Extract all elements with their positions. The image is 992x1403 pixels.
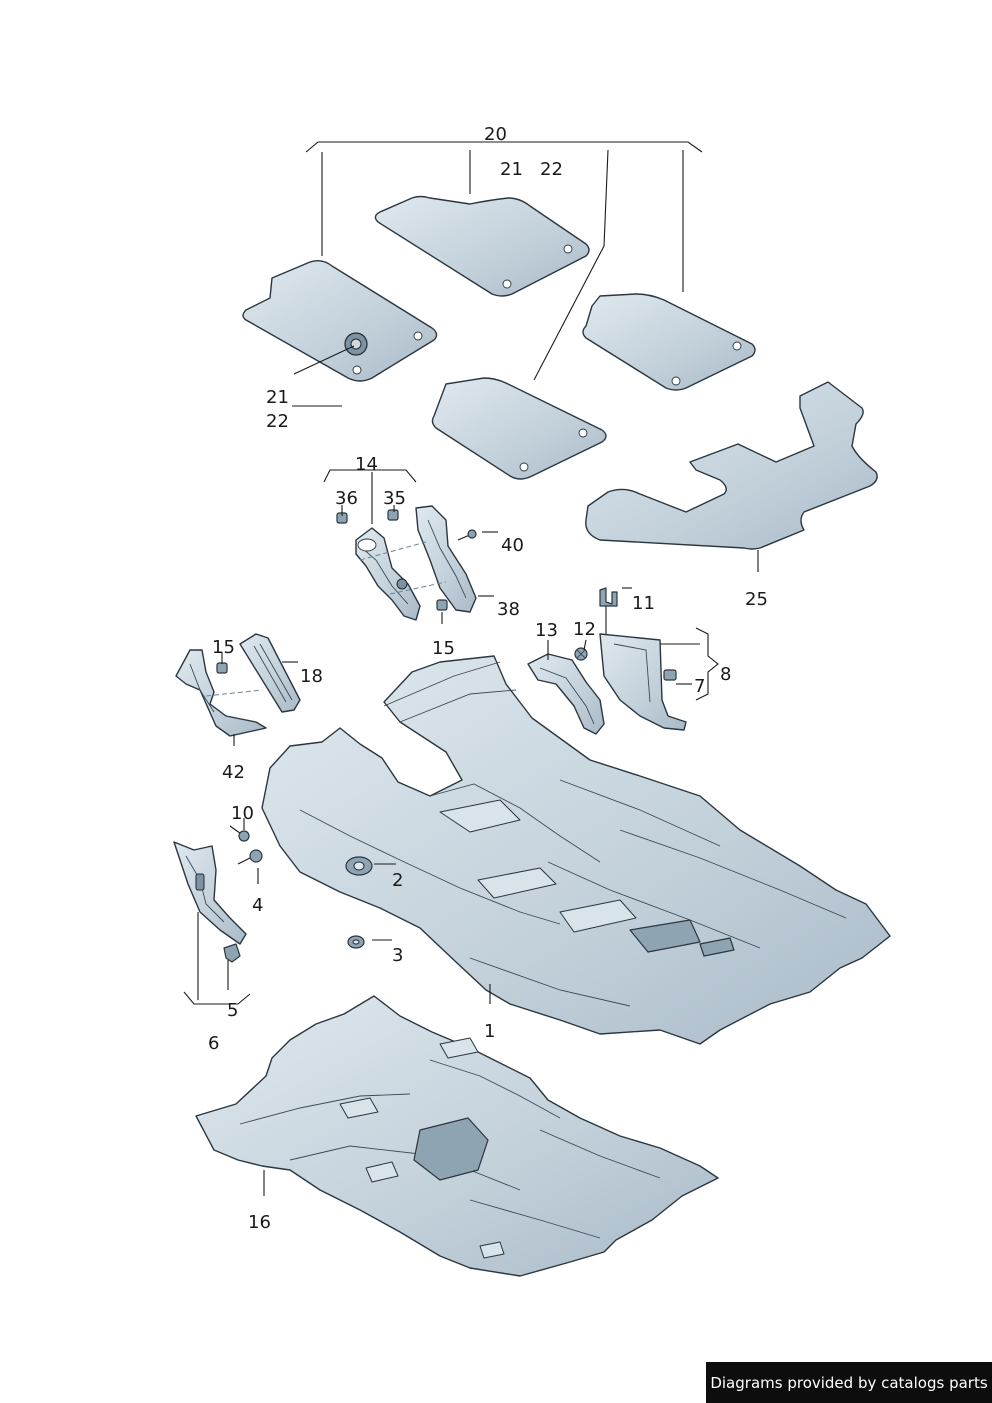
credit-banner: Diagrams provided by catalogs parts bbox=[706, 1362, 992, 1403]
floor-mat-third-row[interactable] bbox=[585, 381, 878, 550]
callout-3: 3 bbox=[392, 945, 403, 966]
front-sill-trim-set bbox=[336, 505, 477, 621]
floor-covering-1[interactable] bbox=[261, 655, 891, 1045]
callout-labels: 20 21 22 21 22 14 36 35 40 38 15 25 11 1… bbox=[208, 124, 768, 1233]
pillar-bracket-13[interactable] bbox=[527, 653, 605, 735]
callout-11: 11 bbox=[632, 593, 655, 614]
clip-12-icon bbox=[574, 647, 588, 661]
callout-10: 10 bbox=[231, 803, 254, 824]
callout-4: 4 bbox=[252, 895, 263, 916]
clip-15-lower-icon bbox=[216, 662, 228, 674]
callout-25: 25 bbox=[745, 589, 768, 610]
a-pillar-trim-set bbox=[173, 825, 365, 963]
callout-20: 20 bbox=[484, 124, 507, 145]
floor-mat-rear-right[interactable] bbox=[582, 293, 756, 391]
clip-15-upper-icon bbox=[436, 599, 448, 611]
callout-13: 13 bbox=[535, 620, 558, 641]
left-pillar-trim-set bbox=[175, 633, 301, 737]
leader-lines bbox=[183, 141, 759, 1196]
callout-15: 15 bbox=[432, 638, 455, 659]
callout-40: 40 bbox=[501, 535, 524, 556]
callout-6: 6 bbox=[208, 1033, 219, 1054]
screw-10-icon bbox=[229, 825, 250, 842]
pillar-trim-42[interactable] bbox=[175, 649, 267, 737]
a-pillar-trim-5[interactable] bbox=[173, 841, 247, 945]
pillar-trim-8[interactable] bbox=[599, 633, 687, 731]
clip-6-icon bbox=[223, 943, 241, 963]
floor-mat-set bbox=[242, 195, 878, 550]
clip-35-icon bbox=[387, 509, 399, 521]
callout-15: 15 bbox=[212, 637, 235, 658]
floor-covering-main bbox=[261, 655, 891, 1045]
callout-12: 12 bbox=[573, 619, 596, 640]
callout-21: 21 bbox=[266, 387, 289, 408]
sill-trim-bracket-left[interactable] bbox=[355, 527, 421, 621]
callout-18: 18 bbox=[300, 666, 323, 687]
callout-42: 42 bbox=[222, 762, 245, 783]
callout-36: 36 bbox=[335, 488, 358, 509]
screw-40-icon bbox=[457, 529, 477, 541]
grommet-3-icon bbox=[347, 935, 365, 949]
floor-insulation-lower bbox=[195, 995, 719, 1277]
clip-11-icon bbox=[599, 587, 618, 607]
floor-mat-rear-left[interactable] bbox=[431, 377, 607, 480]
floor-mat-front-left[interactable] bbox=[242, 259, 438, 382]
trim-panel-18[interactable] bbox=[239, 633, 301, 713]
callout-22: 22 bbox=[266, 411, 289, 432]
floor-mat-front-right[interactable] bbox=[374, 195, 590, 297]
callout-1: 1 bbox=[484, 1021, 495, 1042]
callout-38: 38 bbox=[497, 599, 520, 620]
callout-16: 16 bbox=[248, 1212, 271, 1233]
callout-8: 8 bbox=[720, 664, 731, 685]
callout-35: 35 bbox=[383, 488, 406, 509]
callout-14: 14 bbox=[355, 454, 378, 475]
callout-2: 2 bbox=[392, 870, 403, 891]
callout-22: 22 bbox=[540, 159, 563, 180]
screw-4-icon bbox=[237, 849, 263, 865]
callout-21: 21 bbox=[500, 159, 523, 180]
callout-7: 7 bbox=[694, 676, 705, 697]
callout-5: 5 bbox=[227, 1000, 238, 1021]
clip-7-icon bbox=[663, 669, 677, 681]
right-pillar-trim-set bbox=[527, 587, 687, 735]
